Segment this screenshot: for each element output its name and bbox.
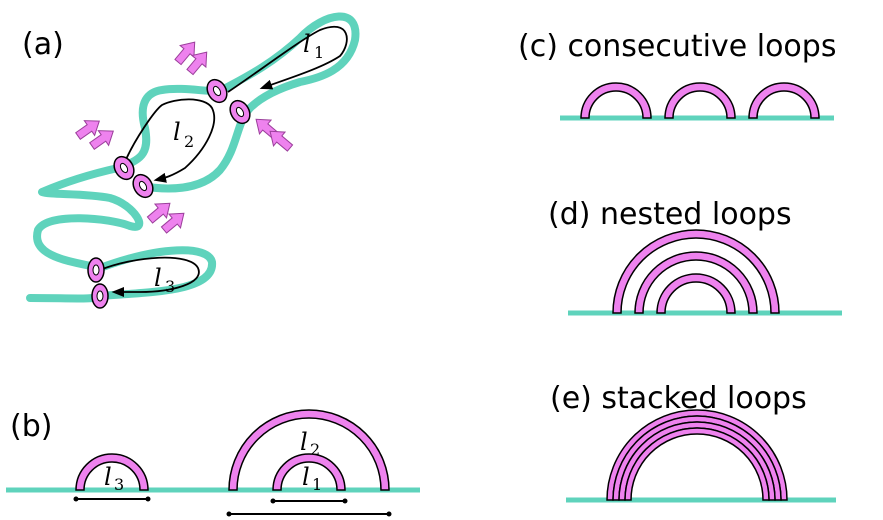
loop-l2-path (123, 98, 216, 183)
loop-arc-l2 (228, 409, 390, 491)
loop-b-l2-symbol: l (300, 428, 308, 456)
nested-loop-arc (634, 251, 758, 314)
stacked-loop-arc (624, 427, 770, 501)
loop-l2-index: 2 (184, 132, 194, 151)
loop-b-l3-symbol: l (104, 463, 112, 491)
loop-arc-l1 (272, 453, 346, 491)
consecutive-loop-arc (580, 82, 652, 119)
panel-c-label: (c) consecutive loops (518, 29, 836, 64)
panel-d-label: (d) nested loops (548, 197, 792, 232)
loop-b-l2-index: 2 (310, 440, 320, 459)
panel-a-label: (a) (22, 27, 64, 62)
loop-l1-symbol: l (303, 30, 311, 58)
loop-l1-index: 1 (314, 43, 324, 62)
panel-e-label: (e) stacked loops (550, 381, 807, 416)
loop-l1-path (227, 25, 348, 93)
loop-b-l1-symbol: l (302, 463, 310, 491)
panel-a: (a) l 1 l 2 l 3 (22, 12, 360, 309)
panel-b-label: (b) (10, 409, 52, 444)
nested-loop-arc (656, 273, 736, 314)
panel-c: (c) consecutive loops (518, 29, 836, 121)
panel-e: (e) stacked loops (550, 381, 836, 503)
loop-l3-symbol: l (154, 264, 162, 292)
loop-l3-path (99, 256, 200, 298)
consecutive-loop-arc (748, 82, 820, 119)
consecutive-loop-arc (664, 82, 736, 119)
panel-b: (b) l 3 l 2 l 1 (6, 409, 420, 517)
nested-loop-arc (612, 229, 780, 314)
panel-d: (d) nested loops (548, 197, 842, 316)
chromatin-chain (26, 12, 360, 303)
loop-l3-index: 3 (165, 277, 175, 296)
loop-l2-symbol: l (173, 118, 181, 146)
loop-arc-l3 (75, 453, 149, 491)
loop-b-l3-index: 3 (114, 475, 124, 494)
loop-b-l1-index: 1 (312, 475, 322, 494)
